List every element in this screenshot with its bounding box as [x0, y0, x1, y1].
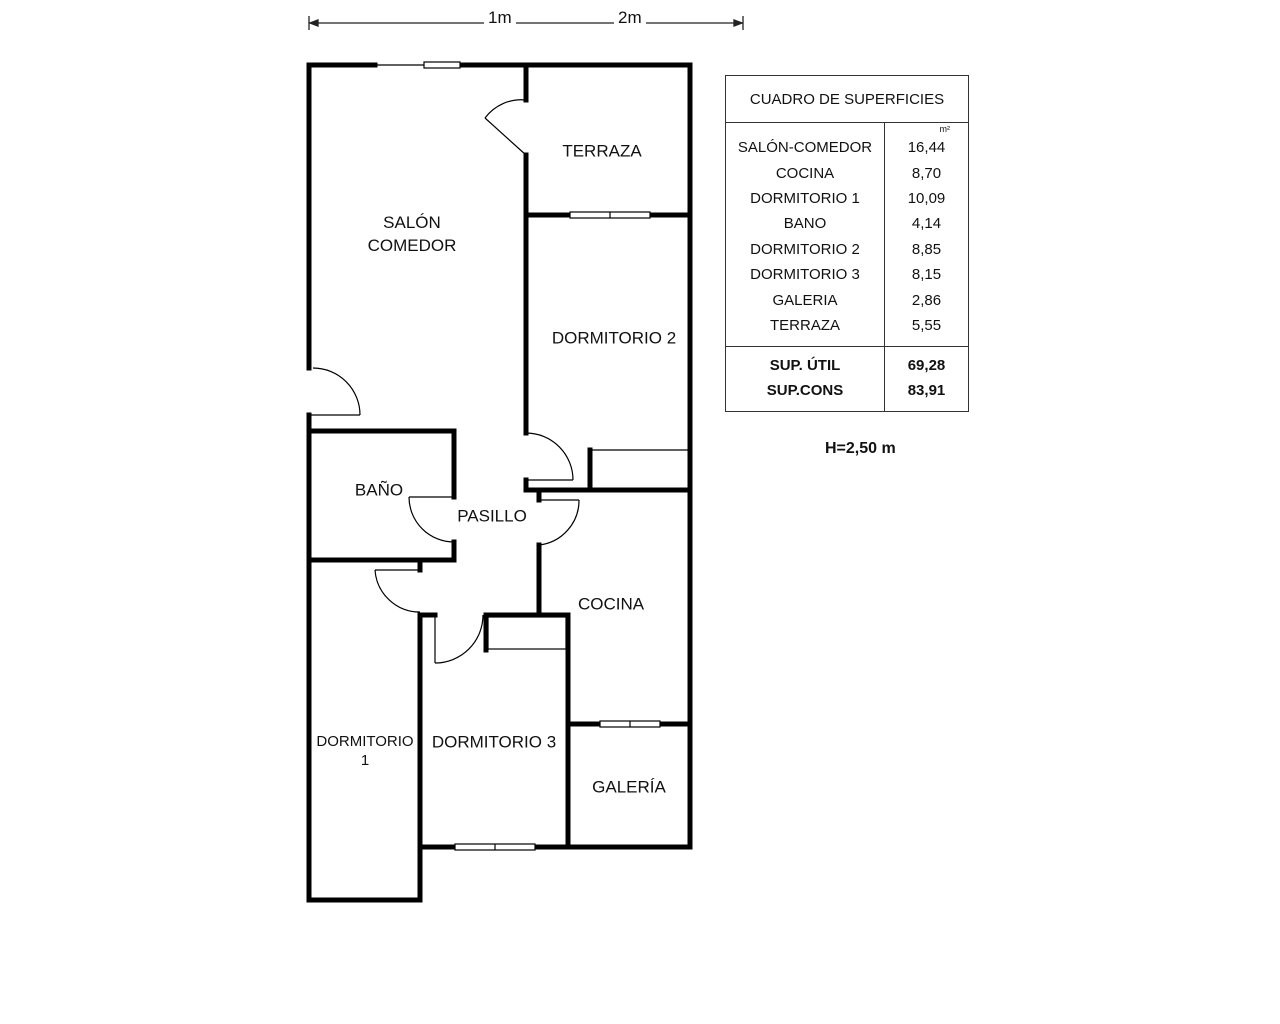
surface-unit: m² — [939, 124, 951, 134]
surface-table-title: CUADRO DE SUPERFICIES — [725, 75, 969, 123]
room-label-line: COMEDOR — [367, 236, 457, 255]
scale-mark-1m: 1m — [484, 8, 516, 28]
room-name: GALERIA — [725, 287, 885, 313]
surface-table: CUADRO DE SUPERFICIES m² SALÓN-COMEDOR 16… — [725, 75, 969, 413]
scale-mark-2m: 2m — [614, 8, 646, 28]
room-name: TERRAZA — [725, 312, 885, 339]
table-row: BANO 4,14 — [725, 211, 969, 237]
room-label-line: 1 — [360, 752, 370, 769]
table-row: DORMITORIO 3 8,15 — [725, 261, 969, 288]
room-label-galeria: GALERÍA — [592, 777, 666, 797]
table-row: TERRAZA 5,55 — [725, 312, 969, 339]
total-value: 83,91 — [907, 382, 946, 400]
total-name: SUP.CONS — [725, 378, 885, 404]
total-row: SUP. ÚTIL 69,28 — [725, 353, 969, 379]
room-area: 8,85 — [911, 240, 942, 258]
table-row: DORMITORIO 1 10,09 — [725, 185, 969, 212]
room-label-line: SALÓN — [383, 213, 441, 232]
room-area: 5,55 — [911, 316, 942, 334]
table-row: COCINA 8,70 — [725, 160, 969, 186]
room-name: DORMITORIO 1 — [725, 185, 885, 212]
total-row: SUP.CONS 83,91 — [725, 378, 969, 404]
room-area: 8,70 — [911, 164, 942, 182]
room-name: BANO — [725, 211, 885, 237]
room-name: COCINA — [725, 160, 885, 186]
room-label-dormitorio-1: DORMITORIO 1 — [316, 732, 413, 770]
total-value: 69,28 — [907, 357, 946, 375]
room-label-dormitorio-3: DORMITORIO 3 — [431, 732, 557, 752]
room-name: DORMITORIO 3 — [725, 261, 885, 288]
walls — [306, 62, 693, 903]
room-label-salon-comedor: SALÓN COMEDOR — [368, 211, 457, 257]
scale-bar — [308, 16, 744, 30]
room-name: DORMITORIO 2 — [725, 236, 885, 262]
room-area: 16,44 — [907, 139, 946, 157]
table-row: DORMITORIO 2 8,85 — [725, 236, 969, 262]
room-name: SALÓN-COMEDOR — [725, 135, 885, 161]
ceiling-height: H=2,50 m — [825, 440, 896, 457]
room-area: 2,86 — [911, 291, 942, 309]
table-row: GALERIA 2,86 — [725, 287, 969, 313]
room-label-dormitorio-2: DORMITORIO 2 — [551, 328, 677, 348]
windows-and-doors — [309, 61, 688, 851]
total-name: SUP. ÚTIL — [725, 353, 885, 379]
room-area: 8,15 — [911, 266, 942, 284]
room-area: 4,14 — [911, 215, 942, 233]
table-row: SALÓN-COMEDOR 16,44 — [725, 135, 969, 161]
room-label-line: DORMITORIO — [316, 733, 414, 750]
room-area: 10,09 — [907, 189, 946, 207]
room-label-bano: BAÑO — [354, 480, 404, 500]
room-label-pasillo: PASILLO — [457, 506, 527, 526]
room-label-terraza: TERRAZA — [562, 141, 642, 161]
room-label-cocina: COCINA — [577, 594, 645, 614]
